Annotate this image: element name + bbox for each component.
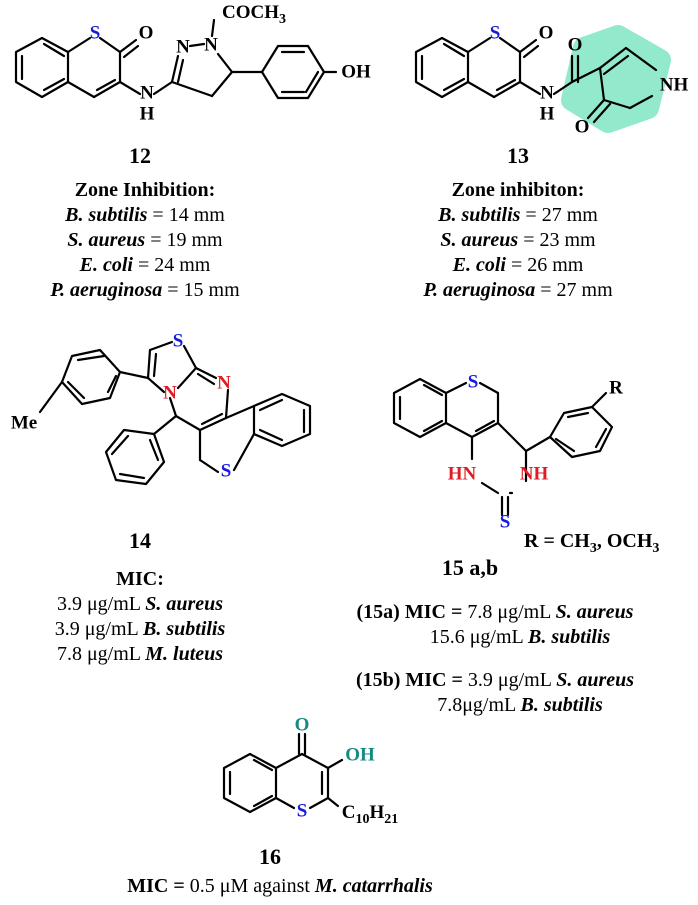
c15b-line1: (15b) MIC = 3.9 μg/mL S. aureus xyxy=(355,669,635,691)
c16-hydroxyl-group: OH xyxy=(345,744,375,765)
compound-13-structure: S O N H O NH O xyxy=(414,22,689,137)
c15-hn: HN xyxy=(448,463,477,484)
c12-row: S. aureus = 19 mm xyxy=(67,229,223,251)
c13-row: S. aureus = 23 mm xyxy=(440,229,596,251)
c16-sulfur-atom: S xyxy=(297,800,308,821)
c14-thiopyran-sulfur: S xyxy=(221,460,232,481)
c16-ketone-oxygen: O xyxy=(295,714,310,735)
compound-14-structure: S N N S Me xyxy=(11,330,312,486)
c12-hydroxyl-group: OH xyxy=(341,61,371,82)
c13-ketone-oxygen: O xyxy=(575,116,590,137)
c13-heading: Zone inhibiton: xyxy=(451,179,585,201)
c12-carbonyl-oxygen: O xyxy=(139,22,154,43)
c16-decyl-chain: C10H21 xyxy=(342,802,399,827)
c12-acetyl-group: COCH3 xyxy=(222,2,286,27)
c15-thione-sulfur: S xyxy=(500,511,511,532)
c14-pyrimidine-n: N xyxy=(217,372,231,393)
compound-12-structure: S O N H N N COCH3 OH xyxy=(14,2,371,124)
c13-sulfur-atom: S xyxy=(490,22,501,43)
c14-thiazole-sulfur: S xyxy=(173,330,184,351)
compound-15-structure: S R HN NH S xyxy=(392,371,623,532)
c12-row: E. coli = 24 mm xyxy=(79,254,211,276)
c13-carbonyl-oxygen: O xyxy=(539,22,554,43)
c15-r-substituent: R xyxy=(609,377,623,398)
c12-amine-h: H xyxy=(140,103,155,124)
c13-row: B. subtilis = 27 mm xyxy=(438,204,598,226)
c13-ring-nh: NH xyxy=(660,74,689,95)
compound-16-structure: O OH S C10H21 xyxy=(222,714,399,827)
c15-nh: NH xyxy=(520,463,549,484)
c13-amide-h: H xyxy=(540,103,555,124)
c14-row: 7.8 μg/mL M. luteus xyxy=(56,643,224,665)
c14-heading: MIC: xyxy=(116,568,164,590)
c13-row: P. aeruginosa = 27 mm xyxy=(423,279,613,301)
c15a-line2: 15.6 μg/mL B. subtilis xyxy=(429,626,611,648)
c12-pyrazoline-n2: N xyxy=(204,34,218,55)
compound-12-label: 12 xyxy=(129,143,151,168)
c12-pyrazoline-n1: N xyxy=(176,36,190,57)
compound-14-mic: MIC: 3.9 μg/mL S. aureus 3.9 μg/mL B. su… xyxy=(0,567,280,667)
c14-methyl-group: Me xyxy=(11,412,37,433)
c12-row: B. subtilis = 14 mm xyxy=(65,204,225,226)
c13-amide-n: N xyxy=(540,82,554,103)
c15-r-definition: R = CH3, OCH3 xyxy=(524,530,660,556)
c14-row: 3.9 μg/mL B. subtilis xyxy=(54,618,226,640)
c13-row: E. coli = 26 mm xyxy=(452,254,584,276)
compound-16-label: 16 xyxy=(259,844,281,869)
compound-14-label: 14 xyxy=(129,528,151,553)
c14-row: 3.9 μg/mL S. aureus xyxy=(56,593,224,615)
c14-bridgehead-n: N xyxy=(163,382,177,403)
compound-16-mic: MIC = 0.5 μM against M. catarrhalis xyxy=(127,875,433,897)
compound-13-zone-inhibition: Zone inhibiton: B. subtilis = 27 mm S. a… xyxy=(368,178,668,303)
c15a-line1: (15a) MIC = 7.8 μg/mL S. aureus xyxy=(356,601,634,623)
compound-15-label: 15 a,b xyxy=(441,555,499,580)
c12-amine-n: N xyxy=(140,82,154,103)
c12-sulfur-atom: S xyxy=(90,22,101,43)
c13-amide-oxygen: O xyxy=(568,34,583,55)
compound-13-label: 13 xyxy=(507,143,529,168)
c15b-line2: 7.8μg/mL B. subtilis xyxy=(437,694,603,716)
compound-15b-mic: (15b) MIC = 3.9 μg/mL S. aureus 7.8μg/mL… xyxy=(300,668,690,718)
compound-12-zone-inhibition: Zone Inhibition: B. subtilis = 14 mm S. … xyxy=(0,178,290,303)
compound-15a-mic: (15a) MIC = 7.8 μg/mL S. aureus 15.6 μg/… xyxy=(300,600,690,650)
c12-heading: Zone Inhibition: xyxy=(74,179,216,201)
c15-thiopyran-sulfur: S xyxy=(468,371,479,392)
c12-row: P. aeruginosa = 15 mm xyxy=(50,279,240,301)
